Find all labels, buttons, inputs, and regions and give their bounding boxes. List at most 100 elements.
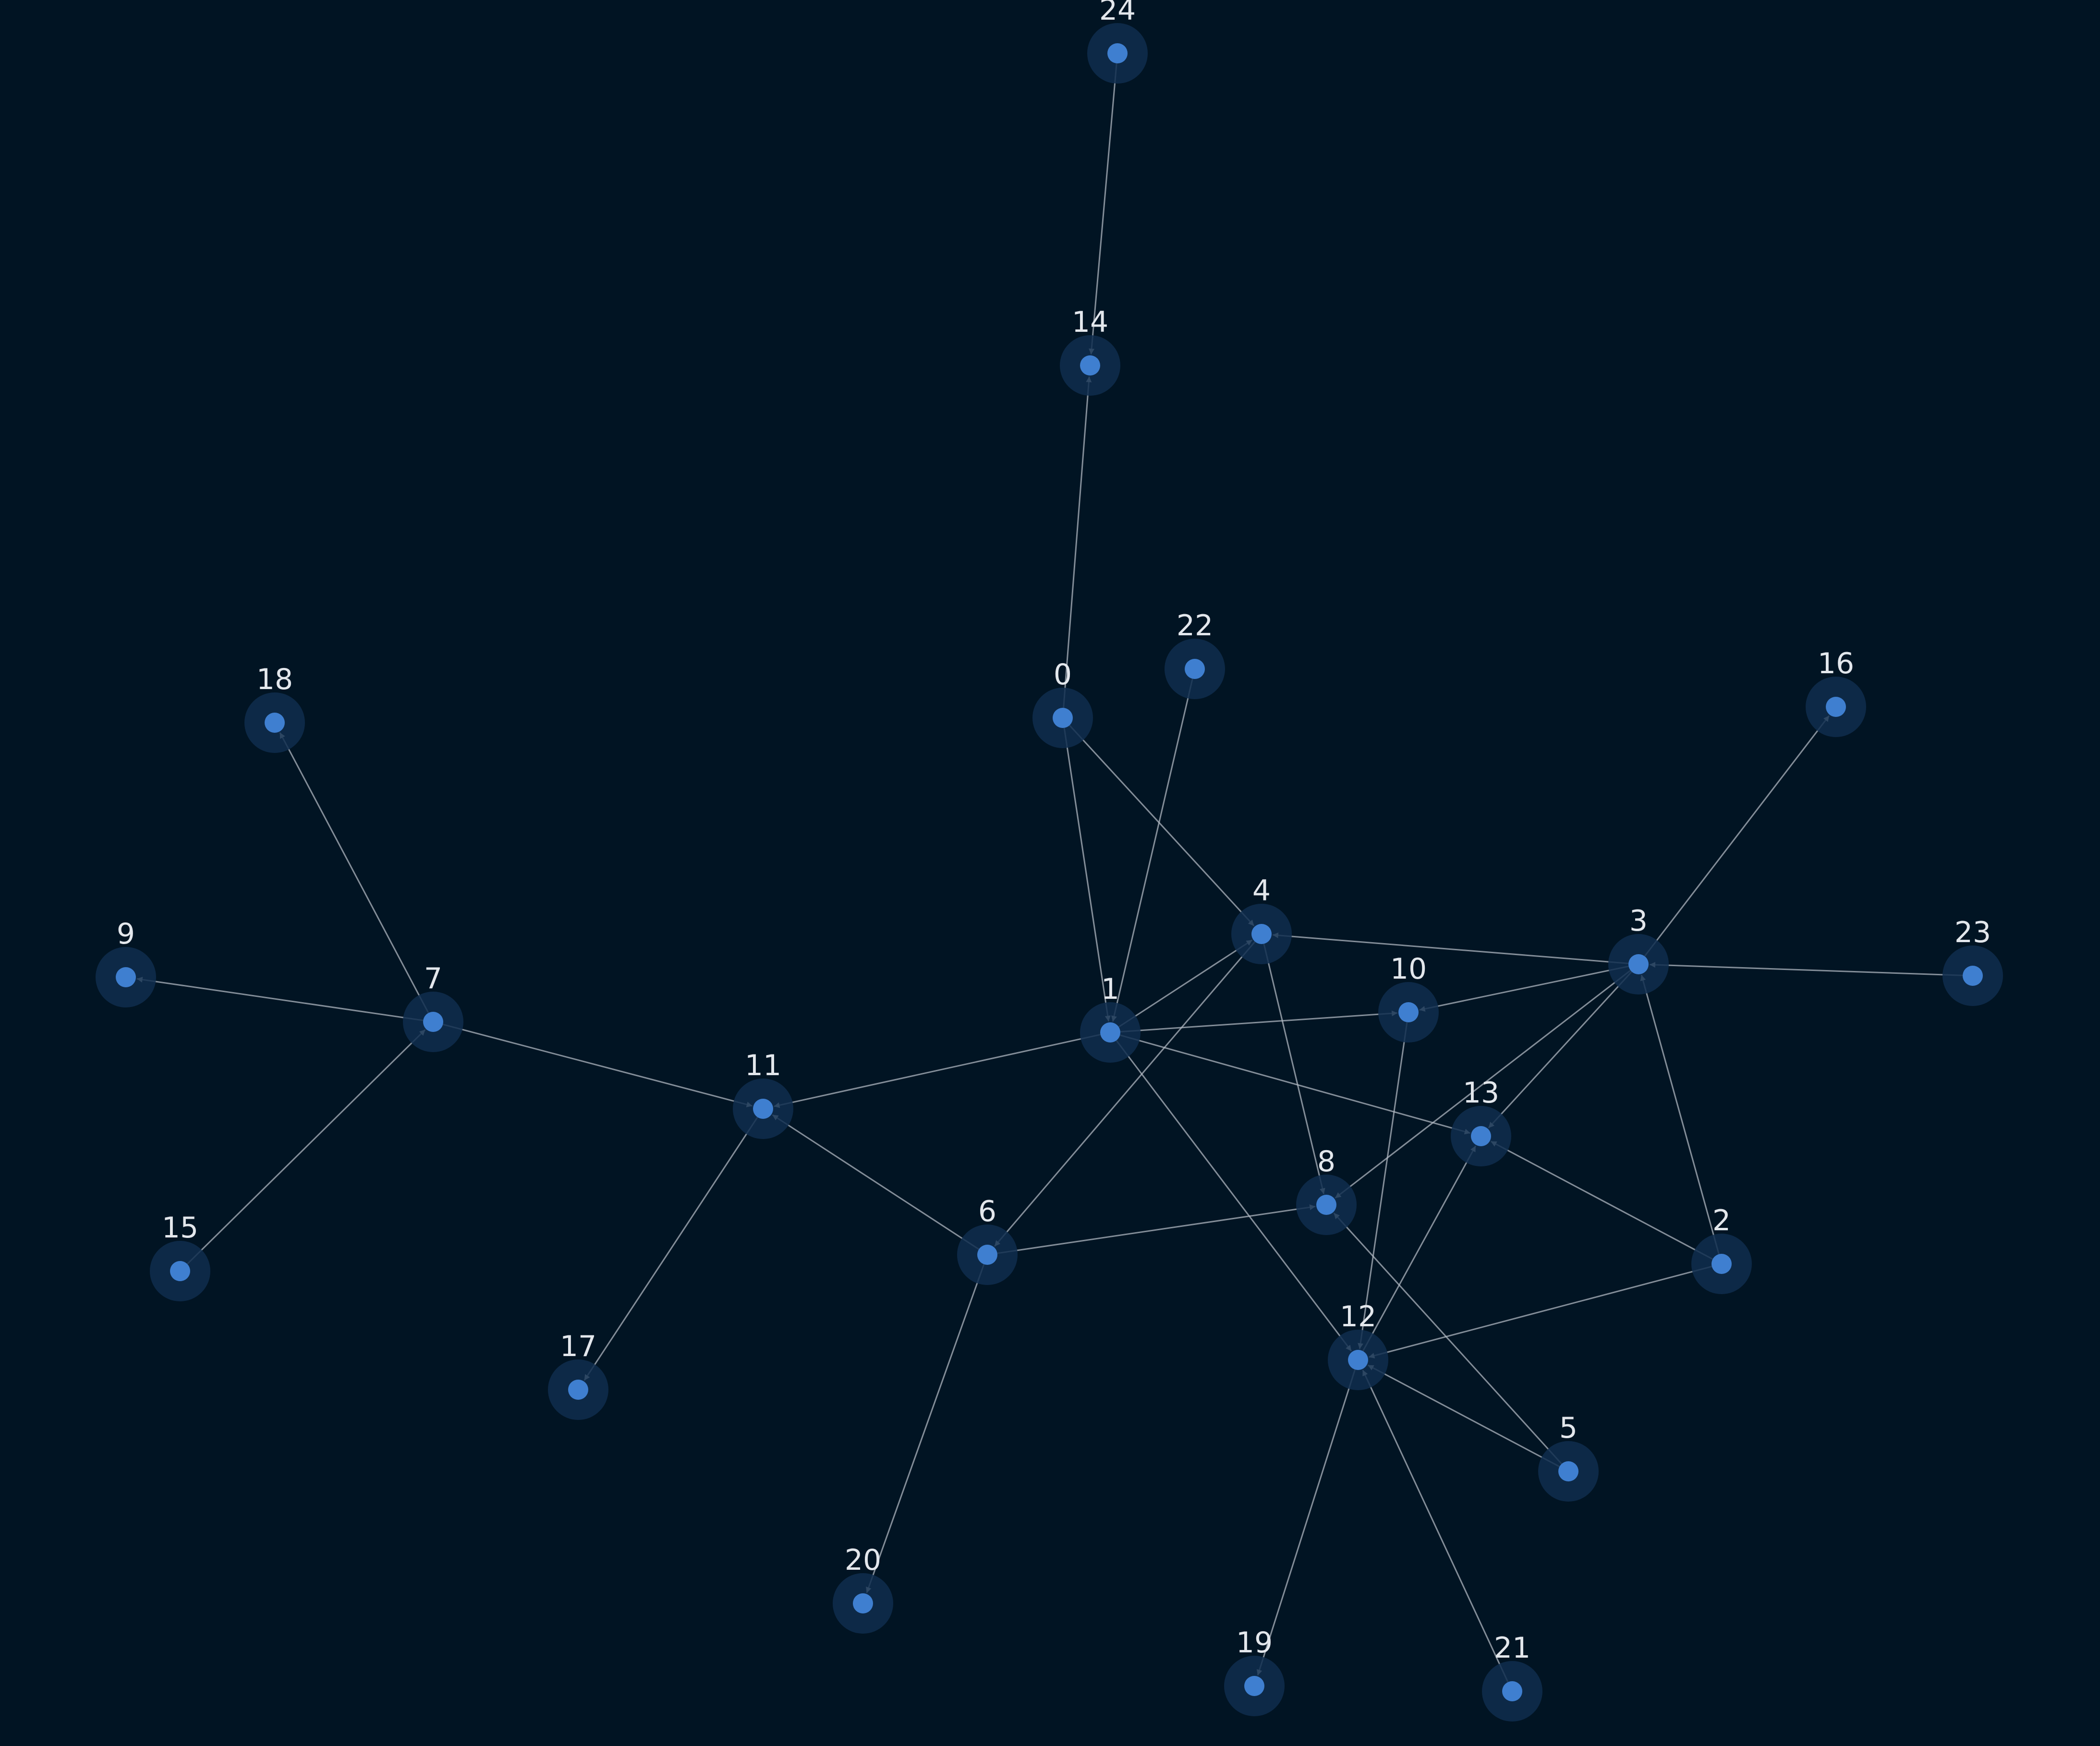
edge-5-to-12 <box>1367 1364 1560 1467</box>
edge-1-to-4 <box>1118 939 1253 1028</box>
node-18[interactable]: 18 <box>244 663 305 753</box>
edge-6-to-11 <box>772 1114 980 1250</box>
node-8[interactable]: 8 <box>1296 1145 1357 1235</box>
node-label: 8 <box>1317 1145 1335 1178</box>
edge-1-to-10 <box>1120 1010 1398 1033</box>
edge-0-to-14 <box>1063 376 1092 708</box>
node-label: 24 <box>1099 0 1136 27</box>
node-19[interactable]: 19 <box>1224 1626 1285 1716</box>
node-13[interactable]: 13 <box>1451 1076 1511 1166</box>
node-dot[interactable] <box>1053 708 1073 728</box>
node-label: 18 <box>256 663 293 696</box>
node-label: 22 <box>1177 609 1213 643</box>
node-17[interactable]: 17 <box>548 1330 608 1420</box>
node-label: 21 <box>1494 1631 1530 1665</box>
node-dot[interactable] <box>1826 697 1846 717</box>
node-22[interactable]: 22 <box>1165 609 1225 699</box>
node-dot[interactable] <box>1316 1195 1336 1215</box>
edges-layer <box>136 63 1963 1683</box>
node-12[interactable]: 12 <box>1328 1300 1388 1390</box>
edge-6-to-20 <box>866 1264 985 1593</box>
node-dot[interactable] <box>1251 924 1272 944</box>
node-label: 17 <box>560 1330 596 1363</box>
node-label: 16 <box>1818 647 1854 680</box>
node-16[interactable]: 16 <box>1806 647 1866 737</box>
node-dot[interactable] <box>1628 954 1649 974</box>
node-dot[interactable] <box>116 967 136 987</box>
node-dot[interactable] <box>1080 355 1100 376</box>
node-23[interactable]: 23 <box>1942 916 2003 1006</box>
edge-2-to-13 <box>1490 1140 1713 1260</box>
node-label: 23 <box>1954 916 1991 949</box>
node-dot[interactable] <box>423 1012 443 1032</box>
node-label: 12 <box>1340 1300 1376 1334</box>
node-7[interactable]: 7 <box>403 962 463 1052</box>
edge-3-to-8 <box>1335 970 1631 1199</box>
edge-2-to-12 <box>1368 1265 1712 1358</box>
node-label: 13 <box>1463 1076 1499 1110</box>
node-dot[interactable] <box>1398 1002 1419 1022</box>
edge-22-to-1 <box>1111 679 1193 1022</box>
node-2[interactable]: 2 <box>1691 1204 1752 1294</box>
node-dot[interactable] <box>170 1261 190 1281</box>
edge-1-to-11 <box>774 1034 1101 1108</box>
node-dot[interactable] <box>1502 1681 1522 1701</box>
node-label: 6 <box>978 1195 996 1228</box>
edge-7-to-9 <box>136 977 424 1021</box>
edge-12-to-19 <box>1256 1369 1356 1676</box>
edge-2-to-3 <box>1640 974 1720 1255</box>
node-dot[interactable] <box>1348 1350 1368 1370</box>
edge-0-to-1 <box>1063 728 1111 1022</box>
node-24[interactable]: 24 <box>1087 0 1148 84</box>
node-dot[interactable] <box>265 713 285 733</box>
node-dot[interactable] <box>1471 1126 1491 1146</box>
node-dot[interactable] <box>1185 659 1205 679</box>
node-dot[interactable] <box>1712 1254 1732 1274</box>
edge-7-to-18 <box>279 732 429 1014</box>
node-21[interactable]: 21 <box>1482 1631 1542 1722</box>
node-label: 4 <box>1252 874 1271 908</box>
edge-4-to-6 <box>994 941 1256 1247</box>
node-dot[interactable] <box>1100 1022 1120 1043</box>
node-label: 1 <box>1101 972 1119 1006</box>
node-11[interactable]: 11 <box>733 1049 793 1139</box>
edge-1-to-12 <box>1116 1040 1352 1352</box>
edge-15-to-7 <box>186 1029 426 1265</box>
node-label: 7 <box>424 962 442 995</box>
node-label: 14 <box>1072 305 1108 339</box>
node-label: 20 <box>845 1543 881 1577</box>
node-4[interactable]: 4 <box>1231 874 1292 964</box>
node-20[interactable]: 20 <box>833 1543 893 1634</box>
node-15[interactable]: 15 <box>150 1211 210 1301</box>
node-0[interactable]: 0 <box>1032 658 1093 748</box>
edge-12-to-13 <box>1362 1145 1477 1352</box>
edge-6-to-8 <box>997 1204 1316 1254</box>
node-6[interactable]: 6 <box>957 1195 1018 1285</box>
node-dot[interactable] <box>1558 1461 1578 1481</box>
edge-21-to-12 <box>1362 1370 1509 1683</box>
node-dot[interactable] <box>853 1593 873 1613</box>
edge-23-to-3 <box>1649 962 1963 976</box>
node-dot[interactable] <box>753 1099 773 1119</box>
node-label: 3 <box>1629 904 1648 938</box>
edge-1-to-13 <box>1119 1034 1471 1135</box>
node-9[interactable]: 9 <box>96 917 156 1007</box>
node-3[interactable]: 3 <box>1608 904 1669 994</box>
node-label: 19 <box>1236 1626 1273 1660</box>
node-dot[interactable] <box>1244 1676 1264 1696</box>
node-dot[interactable] <box>1107 43 1128 63</box>
edge-11-to-17 <box>583 1116 758 1381</box>
node-10[interactable]: 10 <box>1378 952 1439 1043</box>
node-dot[interactable] <box>568 1380 588 1400</box>
node-label: 10 <box>1390 952 1427 986</box>
node-dot[interactable] <box>977 1245 997 1265</box>
node-5[interactable]: 5 <box>1538 1411 1599 1502</box>
node-14[interactable]: 14 <box>1060 305 1120 396</box>
node-1[interactable]: 1 <box>1080 972 1141 1063</box>
node-label: 0 <box>1054 658 1072 691</box>
node-dot[interactable] <box>1963 966 1983 986</box>
node-label: 2 <box>1712 1204 1731 1237</box>
